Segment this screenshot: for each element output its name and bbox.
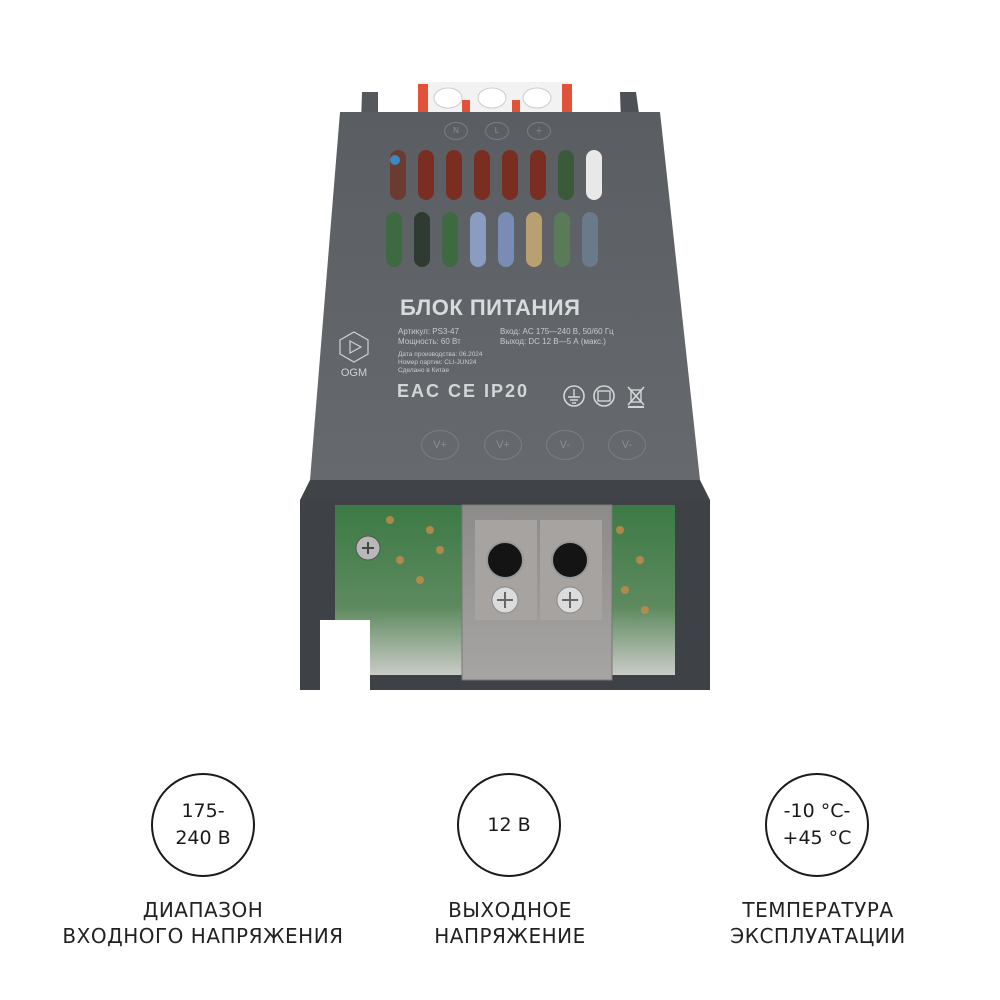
power-text: Мощность: 60 Вт (398, 337, 461, 346)
caption-line1: ТЕМПЕРАТУРА (742, 898, 894, 922)
output-v-minus-marking: V- (546, 430, 584, 460)
feature-value-line1: 12 В (487, 813, 531, 836)
feature-badge: -10 °C- +45 °C (765, 773, 869, 877)
production-date-text: Дата производства: 06.2024 (398, 351, 483, 358)
caption-line1: ВЫХОДНОЕ (448, 898, 572, 922)
label-title: БЛОК ПИТАНИЯ (400, 295, 581, 320)
caption-line2: ВХОДНОГО НАПРЯЖЕНИЯ (62, 924, 344, 948)
output-v-plus-marking: V+ (421, 430, 459, 460)
feature-badge: 12 В (457, 773, 561, 877)
feature-caption: ВЫХОДНОЕ НАПРЯЖЕНИЕ (400, 897, 620, 949)
feature-value-line2: +45 °C (782, 827, 852, 849)
power-supply-image: N L ⏚ OGM БЛОК ПИТАНИЯ Артикул: PS3-47 М… (300, 82, 710, 690)
caption-line2: НАПРЯЖЕНИЕ (434, 924, 586, 948)
brand-logo: OGM (334, 330, 374, 379)
output-v-plus-marking: V+ (484, 430, 522, 460)
feature-value-line1: -10 °C- (783, 800, 851, 822)
article-text: Артикул: PS3-47 (398, 327, 459, 336)
output-v-minus-marking: V- (608, 430, 646, 460)
power-supply-render (300, 82, 710, 690)
terminal-l-marking: L (485, 122, 509, 140)
brand-name: OGM (340, 367, 368, 379)
feature-caption: ДИАПАЗОН ВХОДНОГО НАПРЯЖЕНИЯ (0, 897, 406, 949)
feature-value-line1: 175- (181, 800, 225, 822)
feature-value-line2: 240 В (175, 827, 231, 849)
made-in-text: Сделано в Китае (398, 367, 450, 374)
caption-line2: ЭКСПЛУАТАЦИИ (730, 924, 906, 948)
safety-symbols-icon (563, 385, 645, 408)
terminal-ground-marking: ⏚ (527, 122, 551, 140)
output-spec-text: Выход: DC 12 В—5 А (макс.) (500, 337, 606, 346)
feature-badge: 175- 240 В (151, 773, 255, 877)
input-spec-text: Вход: AC 175—240 В, 50/60 Гц (500, 327, 614, 336)
terminal-n-marking: N (444, 122, 468, 140)
certification-marks: EAC CE IP20 (397, 381, 530, 401)
batch-text: Номер партии: CLI-JUN24 (398, 359, 477, 366)
ogm-logo-icon (339, 331, 369, 363)
caption-line1: ДИАПАЗОН (142, 898, 264, 922)
feature-caption: ТЕМПЕРАТУРА ЭКСПЛУАТАЦИИ (700, 897, 936, 949)
